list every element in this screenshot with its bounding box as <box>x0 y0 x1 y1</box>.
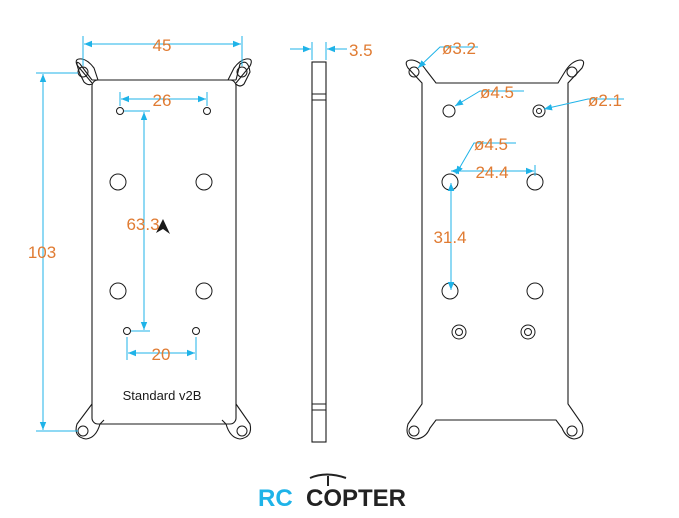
front-small-hole-tl <box>116 107 124 115</box>
rc-copter-logo: RC COPTER <box>258 473 406 512</box>
dim-vertical-span: 63.3 <box>126 215 159 234</box>
dim-width: 45 <box>153 36 172 55</box>
back-mid-hole-lr <box>526 282 544 300</box>
front-ear-bottom-right <box>221 403 252 440</box>
dim-bottom-hole-span: 20 <box>152 345 171 364</box>
dim-upper-hole-dia: ø4.5 <box>480 83 514 102</box>
front-view: Standard v2B <box>75 58 252 440</box>
front-small-hole-bl <box>123 327 131 335</box>
back-mid-hole-ur <box>526 173 544 191</box>
back-corner-hole-br <box>566 425 578 437</box>
back-dimensions: ø3.2 ø4.5 ø2.1 ø4.5 24.4 31.4 <box>417 39 624 290</box>
back-lower-hole-right <box>520 324 536 340</box>
front-hole-lr <box>195 282 213 300</box>
rotor-icon <box>309 473 347 479</box>
front-ear-top-right <box>227 58 252 84</box>
dim-thickness: 3.5 <box>349 41 373 60</box>
back-corner-hole-bl <box>408 425 420 437</box>
back-lower-hole-left-inner <box>455 328 463 336</box>
front-hole-ll <box>109 282 127 300</box>
back-lower-hole-right-inner <box>524 328 532 336</box>
back-corner-hole-tr <box>566 66 578 78</box>
back-upper-hole-right-inner <box>536 108 542 114</box>
back-lower-hole-left <box>451 324 467 340</box>
direction-arrow-icon <box>156 219 170 234</box>
side-plate-outline <box>311 61 327 443</box>
dim-height: 103 <box>28 243 56 262</box>
front-ear-bottom-left <box>75 403 105 440</box>
dim-mid-vertical-span: 31.4 <box>433 228 466 247</box>
dim-corner-hole-dia: ø3.2 <box>442 39 476 58</box>
front-hole-ur <box>195 173 213 191</box>
front-ear-top-left <box>75 58 99 84</box>
corner-hole-br <box>236 425 248 437</box>
dim-small-hole-dia: ø2.1 <box>588 91 622 110</box>
back-mid-hole-ll <box>441 282 459 300</box>
logo-copter-text: COPTER <box>306 485 406 512</box>
corner-hole-tr <box>236 66 248 78</box>
back-mid-hole-ul <box>441 173 459 191</box>
dim-top-hole-span: 26 <box>153 91 172 110</box>
corner-hole-tl <box>77 66 89 78</box>
back-upper-hole-left <box>442 104 456 118</box>
front-plate-outline <box>76 61 251 87</box>
corner-hole-bl <box>77 425 89 437</box>
back-plate-outline <box>405 59 585 440</box>
side-view: 3.5 <box>290 41 373 443</box>
front-hole-ul <box>109 173 127 191</box>
back-view <box>405 59 585 440</box>
front-small-hole-br <box>192 327 200 335</box>
front-dimensions: 45 103 26 63.3 20 <box>28 36 243 432</box>
dim-mid-hole-span: 24.4 <box>475 163 508 182</box>
front-plate-body <box>91 79 237 425</box>
back-upper-hole-right <box>532 104 546 118</box>
part-label: Standard v2B <box>123 388 202 403</box>
front-small-hole-tr <box>203 107 211 115</box>
dim-mid-hole-dia: ø4.5 <box>474 135 508 154</box>
back-corner-hole-tl <box>408 66 420 78</box>
logo-rc-text: RC <box>258 485 293 512</box>
